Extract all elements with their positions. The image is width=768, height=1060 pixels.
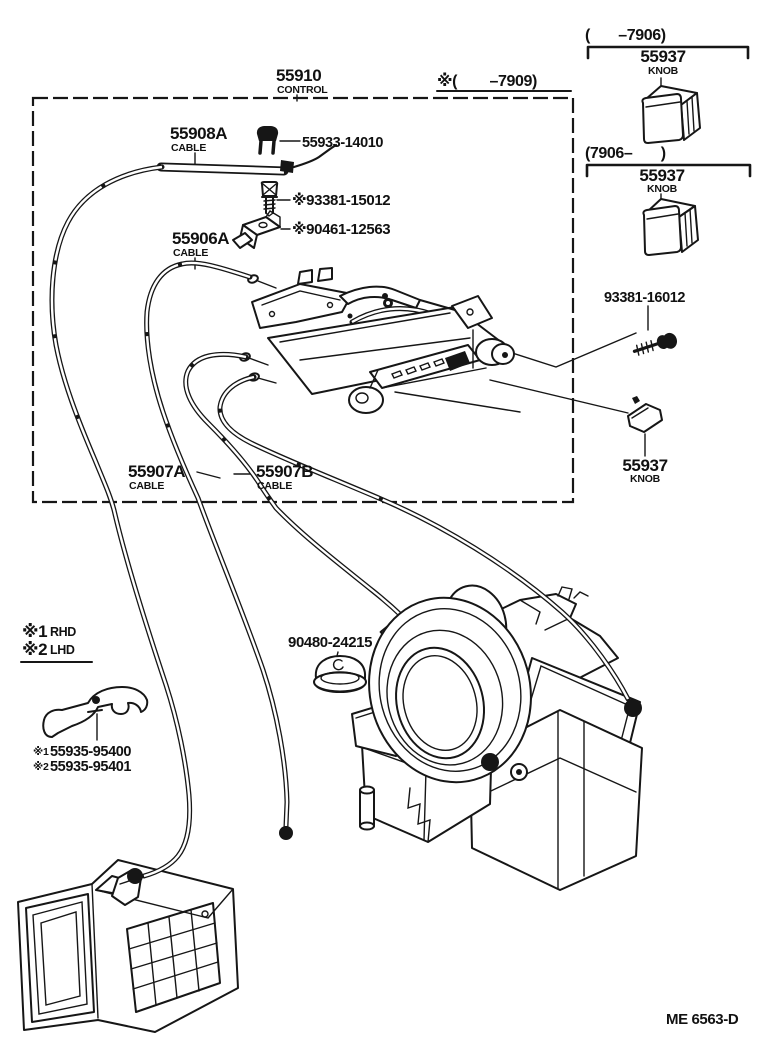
cable-end-ball-free bbox=[279, 826, 293, 840]
label-55935-rhd-mark: ※1 bbox=[33, 746, 49, 758]
cable-55906a-drawing bbox=[144, 260, 290, 829]
label-variant1-knob: KNOB bbox=[648, 65, 679, 77]
label-55935-rhd: 55935-95400 bbox=[50, 744, 131, 760]
label-55908a: 55908A bbox=[170, 124, 227, 143]
clip-55933-drawing bbox=[256, 126, 279, 155]
knob-lever-55937-drawing bbox=[627, 396, 663, 433]
label-55937-lower: 55937 bbox=[622, 456, 667, 475]
label-55910: 55910 bbox=[276, 66, 321, 85]
label-55907b-name: CABLE bbox=[257, 480, 292, 492]
label-55935-lhd-mark: ※2 bbox=[33, 761, 49, 773]
legend-mark-2: ※2 bbox=[22, 640, 47, 659]
clamp-90461-drawing bbox=[232, 210, 281, 249]
label-55907b: 55907B bbox=[256, 462, 313, 481]
grommet-90480-drawing bbox=[313, 655, 367, 694]
label-93381-16012: 93381-16012 bbox=[604, 290, 685, 306]
label-variant1-55937: 55937 bbox=[640, 47, 685, 66]
legend-mark-1: ※1 bbox=[22, 622, 47, 641]
label-55935-lhd: 55935-95401 bbox=[50, 759, 131, 775]
blower-drawing bbox=[368, 584, 532, 784]
label-55937-lower-knob: KNOB bbox=[630, 473, 661, 485]
lever-55935-drawing bbox=[42, 686, 149, 738]
legend-label-lhd: LHD bbox=[50, 643, 75, 657]
knob-variant2-drawing bbox=[642, 198, 699, 256]
label-55906a-name: CABLE bbox=[173, 247, 208, 259]
cable-55907b-drawing bbox=[217, 372, 631, 702]
cable-end-ball-blower bbox=[481, 753, 499, 771]
label-applicability-note: ※( –7909) bbox=[437, 72, 537, 90]
label-55933: 55933-14010 bbox=[302, 135, 383, 151]
knob-variant2-bracket bbox=[585, 163, 752, 178]
knob-variant1-bracket bbox=[586, 45, 750, 60]
label-variant2-range: (7906– ) bbox=[585, 145, 666, 162]
cable-55908a-drawing bbox=[49, 143, 338, 879]
cable-end-ball-right bbox=[624, 699, 642, 717]
label-55910-name: CONTROL bbox=[277, 84, 328, 96]
screw-93381-16012-drawing bbox=[632, 332, 678, 356]
label-55908a-name: CABLE bbox=[171, 142, 206, 154]
label-55906a: 55906A bbox=[172, 229, 229, 248]
legend-label-rhd: RHD bbox=[50, 625, 76, 639]
label-90480: 90480-24215 bbox=[288, 634, 372, 651]
mode-box-unit-drawing bbox=[17, 859, 239, 1033]
control-assembly-drawing bbox=[251, 267, 521, 414]
label-90461: ※90461-12563 bbox=[292, 220, 390, 238]
label-variant1-range: ( –7906) bbox=[585, 27, 666, 44]
screw-93381-15012-drawing bbox=[260, 181, 279, 217]
drawing-code: ME 6563-D bbox=[666, 1011, 739, 1028]
label-55907a-name: CABLE bbox=[129, 480, 164, 492]
label-variant2-knob: KNOB bbox=[647, 183, 678, 195]
cable-end-ball-mode-box bbox=[127, 868, 143, 884]
label-93381-15012: ※93381-15012 bbox=[292, 191, 390, 209]
control-assembly-dashed-box bbox=[31, 96, 575, 504]
label-variant2-55937: 55937 bbox=[639, 166, 684, 185]
knob-variant1-drawing bbox=[641, 85, 701, 144]
label-55907a: 55907A bbox=[128, 462, 185, 481]
